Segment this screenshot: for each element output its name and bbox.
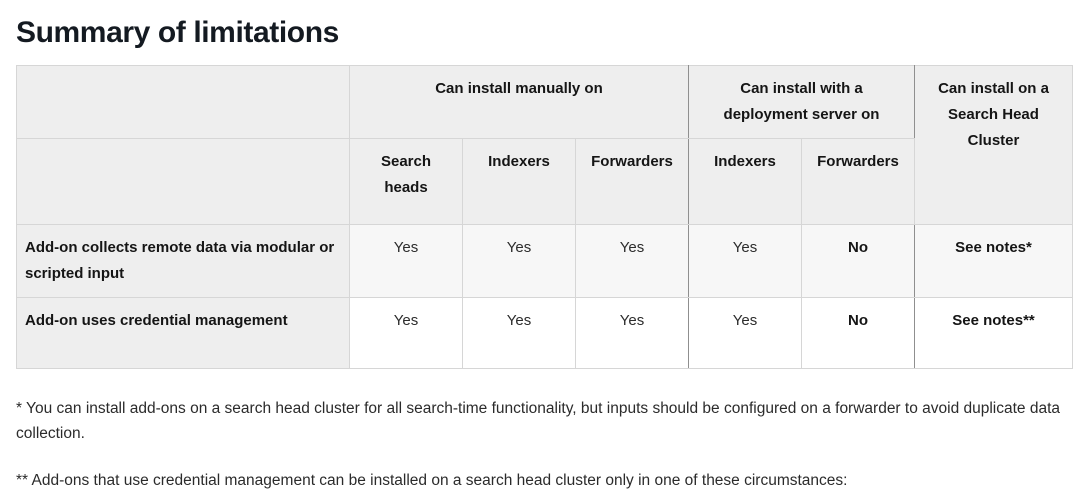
subheader-search-heads: Search heads: [349, 138, 463, 225]
cell-r1-forwarders-manual: Yes: [575, 224, 689, 298]
cell-r1-indexers-ds: Yes: [688, 224, 802, 298]
header-corner-cell-2: [16, 138, 350, 225]
cell-r1-search-head-cluster: See notes*: [914, 224, 1073, 298]
shc-line-1: Can install on: [938, 80, 1037, 97]
subheader-forwarders-manual: Forwarders: [575, 138, 689, 225]
cell-r2-indexers-ds: Yes: [688, 297, 802, 369]
cell-r2-forwarders-ds: No: [801, 297, 915, 369]
header-group-manual: Can install manually on: [349, 65, 689, 139]
subheader-indexers-manual: Indexers: [462, 138, 576, 225]
row-label-credential-management: Add-on uses credential management: [16, 297, 350, 369]
table-row: Add-on collects remote data via modular …: [16, 224, 1073, 298]
row-label-modular-input: Add-on collects remote data via modular …: [16, 224, 350, 298]
footnote-single-asterisk: * You can install add-ons on a search he…: [16, 400, 1061, 442]
cell-r1-search-heads: Yes: [349, 224, 463, 298]
shc-line-4: Cluster: [967, 132, 1020, 149]
shc-line-2: a: [1040, 80, 1049, 97]
cell-r2-search-head-cluster: See notes**: [914, 297, 1073, 369]
header-corner-cell: [16, 65, 350, 139]
header-group-deployment-server: Can install with a deployment server on: [688, 65, 915, 139]
cell-r1-forwarders-ds: No: [801, 224, 915, 298]
cell-r2-search-heads: Yes: [349, 297, 463, 369]
header-search-head-cluster: Can install on a Search Head Cluster: [914, 65, 1073, 225]
cell-r2-indexers-manual: Yes: [462, 297, 576, 369]
shc-line-3: Search Head: [948, 106, 1039, 123]
header-sub-row: Search heads Indexers Forwarders Indexer…: [16, 138, 1073, 225]
subheader-indexers-ds: Indexers: [688, 138, 802, 225]
cell-r2-forwarders-manual: Yes: [575, 297, 689, 369]
table-row: Add-on uses credential management Yes Ye…: [16, 297, 1073, 369]
subheader-forwarders-ds: Forwarders: [801, 138, 915, 225]
table-body: Add-on collects remote data via modular …: [16, 224, 1073, 369]
table-head: Can install manually on Can install with…: [16, 65, 1073, 225]
limitations-table: Can install manually on Can install with…: [16, 65, 1073, 369]
header-group-row: Can install manually on Can install with…: [16, 65, 1073, 225]
footnote-double-asterisk: ** Add-ons that use credential managemen…: [16, 472, 848, 489]
page-title: Summary of limitations: [16, 16, 339, 49]
cell-r1-indexers-manual: Yes: [462, 224, 576, 298]
